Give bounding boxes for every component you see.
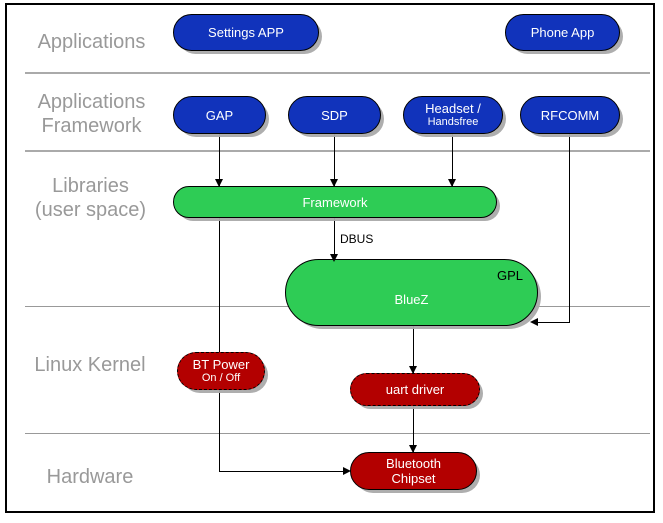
- node-bluez-label: BlueZ: [394, 292, 429, 307]
- layer-label-applications-framework: Applications Framework: [37, 91, 146, 137]
- arrowhead-bluez-to-uart: [409, 366, 417, 374]
- divider-applications: [25, 72, 650, 74]
- node-uart-driver-label: uart driver: [385, 382, 445, 397]
- node-phone-app[interactable]: Phone App: [505, 14, 620, 51]
- arrowhead-uart-to-chipset: [409, 445, 417, 453]
- layer-label-hardware: Hardware: [46, 466, 134, 488]
- connector-framework-to-chipset-horizontal: [219, 471, 344, 472]
- node-bt-power[interactable]: BT Power On / Off: [177, 352, 265, 390]
- connector-rfcomm-horizontal: [537, 322, 570, 323]
- node-gap-label: GAP: [205, 107, 234, 123]
- arrowhead-chipset-inbound: [343, 467, 351, 475]
- layer-label-linux-kernel: Linux Kernel: [34, 354, 146, 376]
- node-rfcomm[interactable]: RFCOMM: [520, 96, 620, 134]
- node-sdp-label: SDP: [321, 107, 348, 123]
- layer-label-libraries: Libraries (user space): [34, 175, 147, 221]
- connector-uart-to-chipset: [413, 406, 414, 452]
- connector-rfcomm-vertical: [569, 134, 570, 323]
- layer-label-applications: Applications: [37, 31, 146, 53]
- node-bluetooth-chipset-label: Bluetooth: [386, 456, 441, 471]
- divider-applications-framework: [25, 150, 650, 152]
- node-bluez-license-tag: GPL: [496, 268, 523, 283]
- node-framework-label: Framework: [302, 194, 368, 210]
- diagram-frame: [5, 3, 655, 513]
- node-settings-app[interactable]: Settings APP: [173, 14, 319, 51]
- node-headset-handsfree[interactable]: Headset / Handsfree: [403, 96, 503, 134]
- node-headset-handsfree-sublabel: Handsfree: [427, 116, 479, 128]
- arrowhead-headset-to-framework: [448, 179, 456, 187]
- node-bluetooth-chipset[interactable]: Bluetooth Chipset: [350, 452, 477, 490]
- arrowhead-sdp-to-framework: [330, 179, 338, 187]
- node-framework[interactable]: Framework: [173, 186, 497, 218]
- divider-linux-kernel: [25, 433, 650, 434]
- node-gap[interactable]: GAP: [173, 96, 266, 134]
- node-bt-power-label: BT Power: [192, 357, 250, 372]
- connector-framework-to-bluez: [334, 217, 335, 262]
- node-bt-power-sublabel: On / Off: [201, 372, 241, 384]
- edge-label-dbus: DBUS: [340, 232, 374, 246]
- node-bluez[interactable]: GPL BlueZ: [285, 259, 538, 326]
- connector-bluez-to-uart: [413, 326, 414, 373]
- node-headset-handsfree-label: Headset /: [425, 101, 481, 116]
- connector-framework-to-chipset-vertical: [219, 217, 220, 472]
- connector-sdp-to-framework: [334, 134, 335, 186]
- arrowhead-framework-to-bluez: [330, 254, 338, 262]
- node-bluetooth-chipset-sublabel: Chipset: [391, 471, 436, 486]
- node-sdp[interactable]: SDP: [288, 96, 381, 134]
- connector-gap-to-framework: [219, 134, 220, 186]
- node-uart-driver[interactable]: uart driver: [350, 373, 480, 406]
- connector-headset-to-framework: [452, 134, 453, 186]
- node-phone-app-label: Phone App: [530, 25, 595, 40]
- arrowhead-gap-to-framework: [215, 179, 223, 187]
- node-rfcomm-label: RFCOMM: [540, 107, 600, 123]
- arrowhead-rfcomm-to-bluez: [530, 318, 538, 326]
- node-settings-app-label: Settings APP: [208, 25, 284, 40]
